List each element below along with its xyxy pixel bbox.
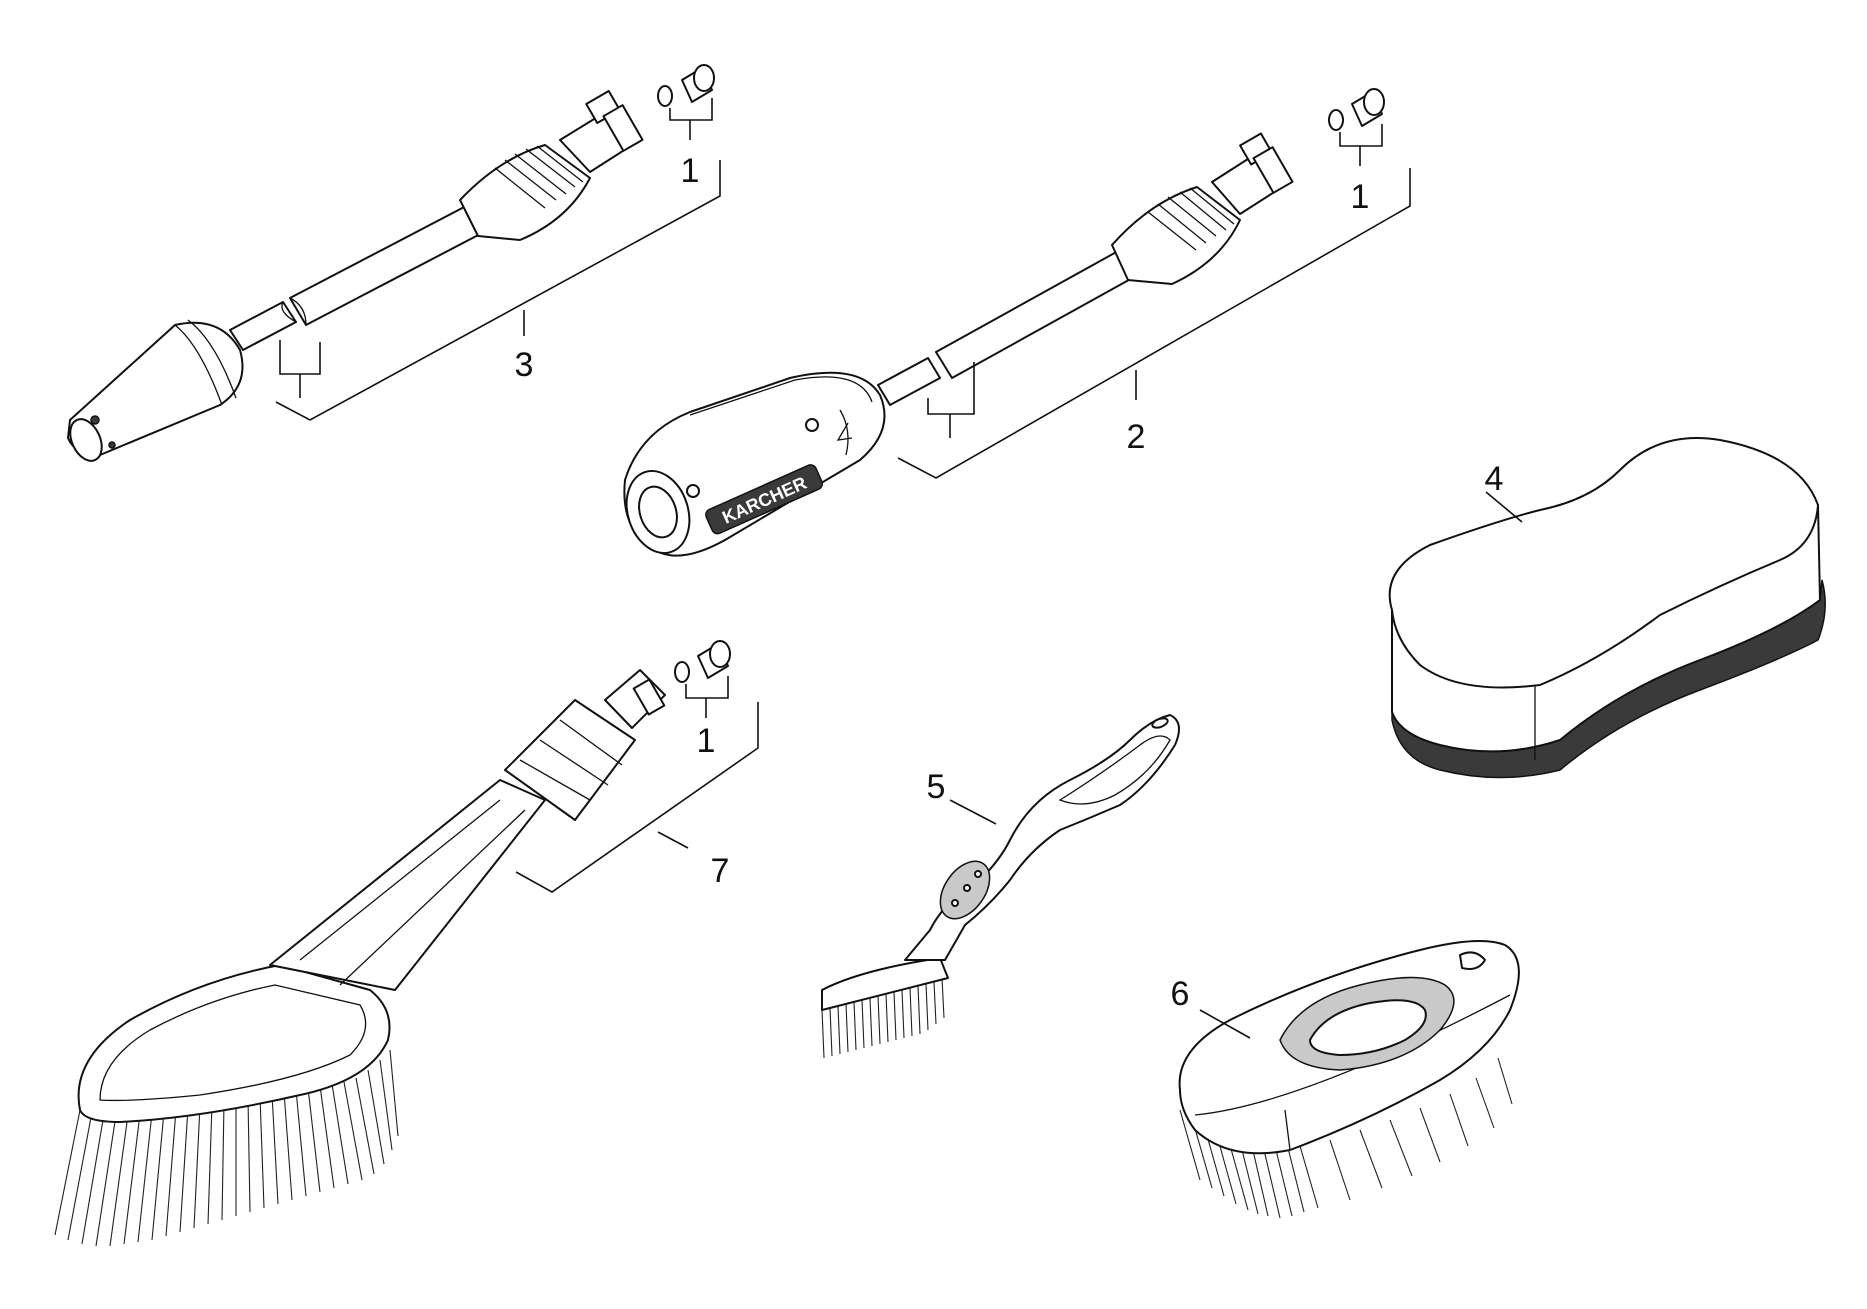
part-7-wash-brush <box>54 640 759 1247</box>
callout-7: 7 <box>711 852 730 890</box>
callout-1-brush-7: 1 <box>697 722 716 760</box>
part-3-dirt-blaster-lance <box>67 64 721 462</box>
part-7-bristles <box>54 1049 399 1247</box>
part-2-vario-power-lance: KARCHER <box>623 88 1411 557</box>
part-5-bristles <box>821 977 945 1059</box>
callout-5: 5 <box>927 768 946 806</box>
callout-3: 3 <box>515 346 534 384</box>
callout-1-lance-3: 1 <box>681 152 700 190</box>
callout-2: 2 <box>1127 418 1146 456</box>
callout-6: 6 <box>1171 975 1190 1013</box>
part-6-bristles <box>1179 1057 1513 1219</box>
part-6-hand-brush <box>1178 940 1520 1219</box>
callout-4: 4 <box>1485 460 1504 498</box>
part-5-rim-brush <box>821 714 1180 1059</box>
callout-1-lance-2: 1 <box>1351 178 1370 216</box>
part-4-sponge <box>1388 437 1826 779</box>
